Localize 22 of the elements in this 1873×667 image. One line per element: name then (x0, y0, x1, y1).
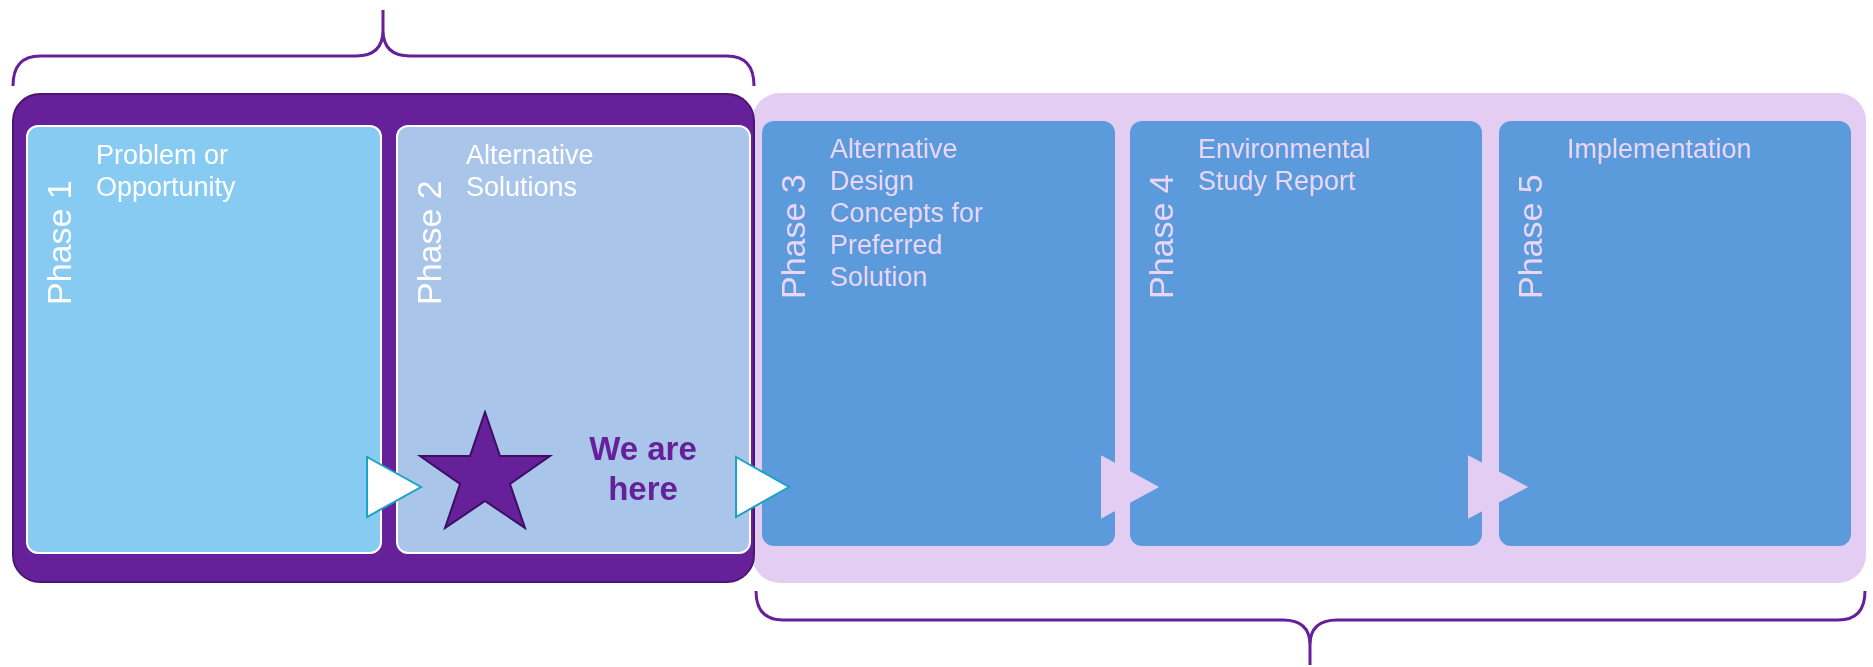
phase-box (26, 125, 382, 554)
phase-group-panel (752, 93, 1866, 583)
phase-title: Alternative Solutions (466, 139, 595, 203)
arrow (366, 455, 424, 519)
arrow (1101, 455, 1160, 519)
phase-title: Implementation (1567, 133, 1753, 165)
phase-title: Environmental Study Report (1198, 133, 1372, 197)
phase-box (1130, 121, 1482, 546)
phase-group-panel (12, 93, 755, 583)
status-note: We are here (588, 429, 698, 509)
phase-box (1499, 121, 1851, 546)
phase-box (762, 121, 1115, 546)
phase-title: Problem or Opportunity (96, 139, 237, 203)
arrow (1468, 455, 1529, 519)
phase-number: Phase 2 (412, 180, 446, 305)
phase-number: Phase 3 (776, 174, 810, 299)
phase-number: Phase 5 (1513, 174, 1547, 299)
phase-number: Phase 1 (42, 180, 76, 305)
phase-title: Alternative Design Concepts for Preferred Solution (830, 133, 985, 293)
phase-box (396, 125, 751, 554)
phase-number: Phase 4 (1144, 174, 1178, 299)
arrow (735, 455, 792, 519)
